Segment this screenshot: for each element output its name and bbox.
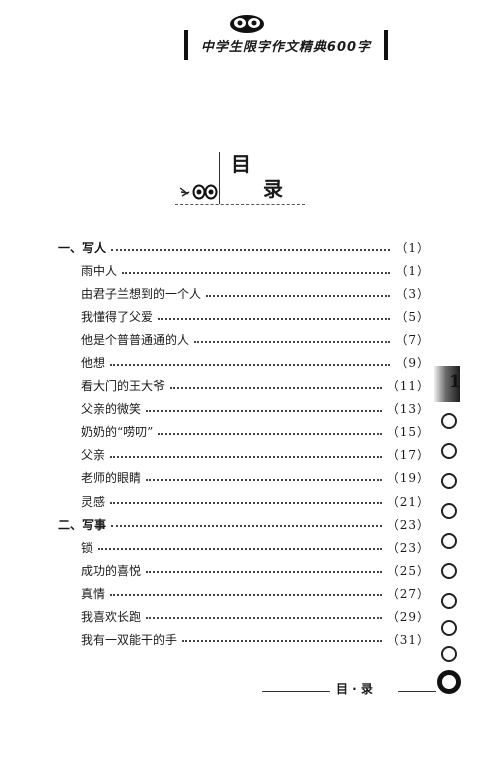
page-title-char-1: 目	[231, 152, 251, 176]
toc-page-number: （27）	[386, 586, 430, 601]
toc-dot-leader	[206, 294, 391, 297]
toc-page-number: （25）	[386, 563, 430, 578]
toc-section-title: 二、写事	[58, 517, 107, 532]
edge-circle-large-icon	[437, 670, 461, 694]
toc-entry-title: 看大门的王大爷	[81, 379, 166, 394]
footer-rule-right	[398, 691, 436, 692]
toc-dot-leader	[110, 502, 382, 505]
toc-page-number: （5）	[395, 310, 430, 325]
toc-page-number: （21）	[386, 494, 430, 509]
toc-entry-row: 奶奶的“唠叨” （15）	[58, 420, 430, 443]
toc-entry-title: 我喜欢长跑	[81, 609, 142, 624]
toc-entry-row: 雨中人 （1）	[58, 259, 430, 282]
toc-entry-row: 看大门的王大爷 （11）	[58, 374, 430, 397]
toc-entry-title: 父亲的微笑	[81, 402, 142, 417]
toc-section-row: 二、写事 （23）	[58, 513, 430, 536]
toc-entry-row: 成功的喜悦 （25）	[58, 559, 430, 582]
toc-entry-row: 我有一双能干的手 （31）	[58, 628, 430, 651]
toc-entry-row: 老师的眼睛 （19）	[58, 466, 430, 489]
toc-entry-row: 父亲 （17）	[58, 443, 430, 466]
toc-page-number: （17）	[386, 448, 430, 463]
title-divider-horizontal	[175, 204, 305, 205]
footer-label: 目 · 录	[336, 682, 373, 696]
toc-entry-row: 他想 （9）	[58, 351, 430, 374]
chapter-side-tab	[434, 366, 460, 402]
toc-entry-row: 他是个普普通通的人 （7）	[58, 328, 430, 351]
toc-dot-leader	[146, 478, 382, 481]
toc-page-number: （11）	[386, 379, 430, 394]
toc-entry-title: 我懂得了父爱	[81, 310, 154, 325]
toc-dot-leader	[146, 571, 382, 574]
toc-entry-title: 真情	[81, 586, 106, 601]
toc-entry-title: 成功的喜悦	[81, 563, 142, 578]
edge-circle-icon	[441, 593, 457, 609]
toc-entry-title: 我有一双能干的手	[81, 632, 178, 647]
edge-circle-icon	[441, 413, 457, 429]
toc-dot-leader	[158, 432, 382, 435]
table-of-contents: 一、写人 （1） 雨中人 （1） 由君子兰想到的一个人 （3） 我懂得了父爱 （5） 他是个普普…	[58, 236, 430, 651]
toc-entry-row: 真情 （27）	[58, 582, 430, 605]
toc-entry-row: 灵感 （21）	[58, 490, 430, 513]
toc-page-number: （7）	[395, 333, 430, 348]
toc-dot-leader	[110, 363, 391, 366]
toc-entry-title: 雨中人	[81, 264, 118, 279]
side-tab-page-number: 1	[449, 372, 461, 392]
toc-entry-title: 灵感	[81, 494, 106, 509]
toc-page-number: （15）	[386, 425, 430, 440]
toc-dot-leader	[122, 271, 391, 274]
toc-entry-row: 父亲的微笑 （13）	[58, 397, 430, 420]
toc-dot-leader	[110, 594, 382, 597]
series-banner: 中学生限字作文精典600字	[184, 30, 388, 60]
edge-circle-icon	[441, 533, 457, 549]
toc-entry-row: 我懂得了父爱 （5）	[58, 305, 430, 328]
edge-circle-icon	[441, 563, 457, 579]
toc-page-number: （1）	[395, 241, 430, 256]
toc-entry-row: 由君子兰想到的一个人 （3）	[58, 282, 430, 305]
toc-dot-leader	[111, 525, 382, 528]
toc-entry-title: 他想	[81, 356, 106, 371]
banner-emblem-icon	[230, 15, 264, 33]
edge-circle-icon	[441, 503, 457, 519]
toc-entry-title: 由君子兰想到的一个人	[81, 287, 202, 302]
edge-circle-icon	[441, 473, 457, 489]
toc-page-number: （23）	[386, 540, 430, 555]
toc-dot-leader	[98, 548, 382, 551]
toc-dot-leader	[158, 317, 391, 320]
toc-page-number: （29）	[386, 609, 430, 624]
toc-page-number: （19）	[386, 471, 430, 486]
toc-entry-title: 老师的眼睛	[81, 471, 142, 486]
series-title: 中学生限字作文精典600字	[200, 39, 372, 55]
page-title-block: 目 录	[175, 148, 305, 210]
toc-entry-title: 锁	[81, 540, 94, 555]
toc-dot-leader	[182, 640, 382, 643]
toc-entry-row: 我喜欢长跑 （29）	[58, 605, 430, 628]
toc-section-row: 一、写人 （1）	[58, 236, 430, 259]
toc-dot-leader	[110, 455, 382, 458]
edge-circle-icon	[441, 443, 457, 459]
edge-circle-icon	[441, 620, 457, 636]
toc-dot-leader	[170, 386, 382, 389]
toc-page-number: （23）	[386, 517, 430, 532]
toc-dot-leader	[146, 409, 382, 412]
toc-page-number: （31）	[386, 632, 430, 647]
toc-dot-leader	[146, 617, 382, 620]
toc-entry-title: 父亲	[81, 448, 106, 463]
title-divider-vertical	[219, 152, 220, 204]
eye-ornament-icon	[179, 184, 218, 200]
footer-rule-left	[262, 691, 330, 692]
toc-entry-row: 锁 （23）	[58, 536, 430, 559]
toc-page-number: （1）	[395, 264, 430, 279]
toc-dot-leader	[194, 340, 391, 343]
page-title-char-2: 录	[263, 177, 283, 201]
toc-section-title: 一、写人	[58, 241, 107, 256]
edge-circle-icon	[441, 646, 457, 662]
toc-page-number: （13）	[386, 402, 430, 417]
toc-page-number: （3）	[395, 287, 430, 302]
toc-entry-title: 他是个普普通通的人	[81, 333, 190, 348]
toc-entry-title: 奶奶的“唠叨”	[81, 425, 154, 440]
toc-page-number: （9）	[395, 356, 430, 371]
toc-dot-leader	[111, 248, 391, 251]
